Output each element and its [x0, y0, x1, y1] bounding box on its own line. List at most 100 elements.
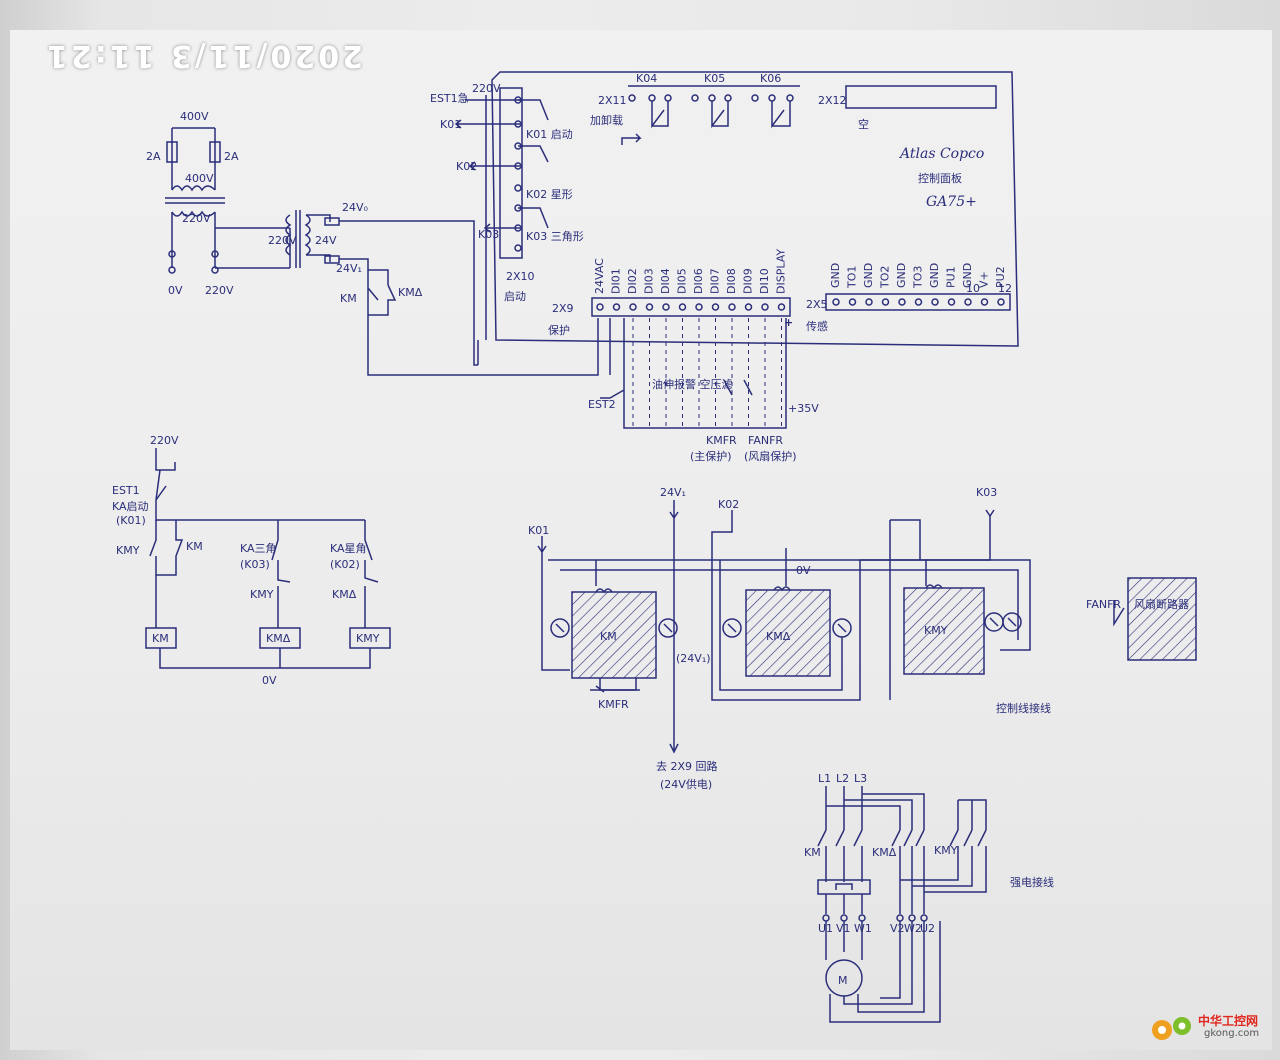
gear-icon — [1152, 1017, 1191, 1040]
x9-terminal — [761, 303, 769, 311]
transformer2-core — [295, 210, 301, 268]
x5-pin-label: TO1 — [846, 266, 859, 289]
power-l3: L3 — [854, 772, 867, 785]
label-2x5: 2X5 — [806, 298, 828, 311]
terminal-2x10 — [499, 87, 523, 259]
x5-pin-label: PU2 — [994, 266, 1007, 288]
control-wiring: K01 24V₁ K02 K03 0V KM KMΔ KMY — [528, 486, 1197, 791]
label-2x5-desc: 传感 — [806, 320, 828, 333]
terminal-2x9 — [591, 297, 791, 317]
x9-terminal — [596, 303, 604, 311]
x5-pin-label: GND — [829, 263, 842, 288]
coil-km-label: KM — [152, 632, 169, 645]
x9-pin-label: DI09 — [742, 268, 755, 294]
ladder-kmy: KMY — [116, 544, 140, 557]
label-2x10-desc: 启动 — [504, 290, 526, 303]
power-motor: M — [838, 974, 848, 987]
coil-kmd-label: KMΔ — [266, 632, 291, 645]
power-w1: W1 — [854, 922, 872, 935]
x5-pin-label: GND — [928, 263, 941, 288]
label-primary-400v: 400V — [185, 172, 214, 185]
ladder-220v: 220V — [150, 434, 179, 447]
label-est2: EST2 — [588, 398, 616, 411]
ladder-est1: EST1 — [112, 484, 140, 497]
label-2x10: 2X10 — [506, 270, 535, 283]
label-k03-tri: K03 三角形 — [526, 230, 584, 243]
wire-k03: K03 — [976, 486, 997, 499]
label-kmd-contact: KMΔ — [398, 286, 423, 299]
label-2x12-desc: 空 — [858, 117, 869, 131]
terminal-2x5 — [825, 293, 1011, 311]
pin-num-10: 10 — [966, 282, 980, 295]
panel-brand: Atlas Copco — [898, 146, 984, 162]
label-k06: K06 — [760, 72, 781, 85]
power-kmd: KMΔ — [872, 846, 897, 859]
x5-terminal — [947, 298, 956, 306]
contactor-kmd — [745, 589, 831, 677]
power-wiring: L1 L2 L3 KM KMΔ KMY U1 V1 — [804, 772, 1054, 1023]
label-k01-arrow: K01 — [440, 118, 461, 131]
power-l2: L2 — [836, 772, 849, 785]
panel-model: GA75+ — [926, 194, 977, 210]
wire-24v: 24V₁ — [660, 486, 686, 499]
label-2x9-desc: 保护 — [548, 323, 570, 337]
label-kmfr-desc: (主保护) — [690, 449, 732, 463]
fuse-24v0 — [324, 217, 340, 226]
photo-timestamp: 2020/11/3 11:21 — [44, 38, 363, 73]
paper-sheet — [10, 30, 1272, 1050]
logo-cn: 中华工控网 — [1198, 1014, 1259, 1028]
x9-pin-label: DISPLAY — [775, 249, 788, 294]
ladder-kmy2: KMY — [250, 588, 274, 601]
x5-terminal — [914, 298, 923, 306]
power-km: KM — [804, 846, 821, 859]
x5-terminal — [832, 298, 840, 306]
x5-pin-label: GND — [862, 263, 875, 288]
logo-en: gkong.com — [1204, 1028, 1260, 1039]
x5-pin-label: TO3 — [912, 266, 925, 289]
x5-terminal — [848, 298, 857, 306]
fan-breaker-label: 风扇断路器 — [1134, 597, 1189, 611]
x5-terminal — [898, 298, 906, 306]
label-220v-out: 220V — [205, 284, 234, 297]
terminal-2x12 — [845, 85, 997, 109]
ladder-0v: 0V — [262, 674, 277, 687]
x9-pin-label: DI06 — [692, 268, 705, 294]
wire-kmfr: KMFR — [598, 698, 629, 711]
power-caption: 强电接线 — [1010, 875, 1054, 889]
ladder-diagram: 220V EST1 KA启动 (K01) KMY KM KA三角 (K03) K… — [112, 434, 391, 687]
x9-pin-label: DI04 — [659, 268, 672, 294]
wire-0v: 0V — [796, 564, 811, 577]
label-kmfr: KMFR — [706, 434, 737, 447]
x5-terminal — [931, 298, 939, 306]
ladder-k03: (K03) — [240, 558, 270, 571]
x9-terminal — [728, 303, 736, 311]
x9-pin-label: DI02 — [626, 268, 639, 294]
label-0v: 0V — [168, 284, 183, 297]
control-panel: EST1急 220V K01 K02 K03 K01 启动 K02 星形 — [430, 71, 1019, 463]
label-k04: K04 — [636, 72, 657, 85]
power-w2: W2 — [904, 922, 922, 935]
contactor-kmy-label: KMY — [924, 624, 948, 637]
wire-caption: 控制线接线 — [996, 701, 1051, 715]
x5-pin-label: V+ — [978, 271, 991, 288]
x9-pin-label: DI10 — [758, 268, 771, 294]
ladder-kmd: KMΔ — [332, 588, 357, 601]
x9-terminal — [711, 303, 720, 311]
fuse-left — [166, 141, 178, 163]
x9-pin-label: DI07 — [709, 268, 722, 294]
coil-km — [145, 627, 177, 649]
x5-pin-label: TO2 — [879, 266, 892, 289]
ladder-k01: (K01) — [116, 514, 146, 527]
primary-winding — [171, 185, 216, 192]
label-fanfr: FANFR — [748, 434, 783, 447]
x9-terminal — [629, 303, 637, 311]
x9-terminal — [662, 303, 670, 311]
label-km-contact: KM — [340, 292, 357, 305]
label-plus: + — [784, 316, 793, 329]
label-k01-start: K01 启动 — [526, 128, 573, 141]
x9-terminal — [645, 303, 654, 311]
label-2x11: 2X11 — [598, 94, 627, 107]
secondary-winding — [171, 210, 216, 217]
